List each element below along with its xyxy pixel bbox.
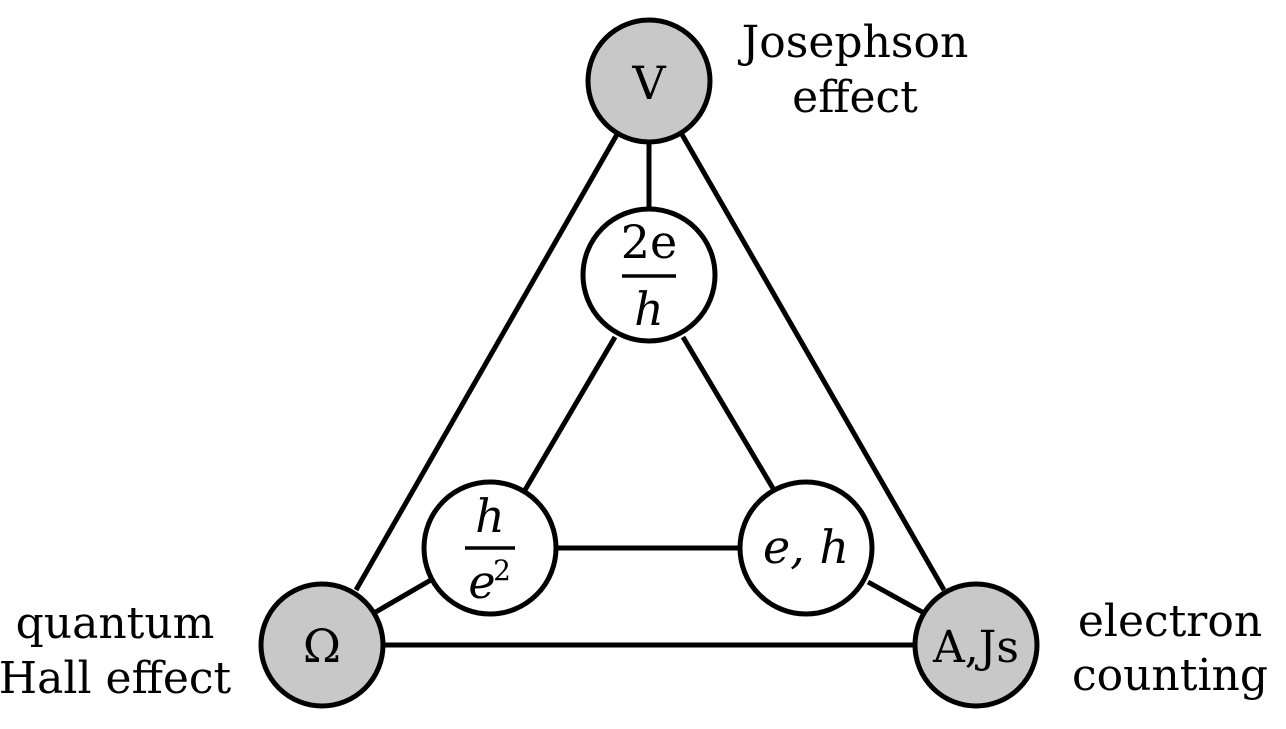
josephson-denominator: h [634, 282, 664, 336]
edge-josephson-to-eh [680, 335, 777, 492]
edge-V-to-ohm [353, 129, 622, 592]
node-volt-circle [585, 17, 713, 145]
node-ohm: Ω [258, 581, 386, 709]
edges [353, 129, 947, 648]
label-josephson-line2: effect [792, 72, 918, 123]
node-ampere-label: A,Js [932, 622, 1019, 673]
node-eh-constants-circle [737, 479, 875, 617]
node-volt: V [585, 17, 713, 145]
label-electron-counting: electron counting [1072, 596, 1268, 701]
josephson-numerator: 2e [621, 215, 678, 269]
klitzing-denominator-exponent: 2 [493, 554, 511, 587]
eh-label: e, h [763, 520, 849, 574]
edge-V-to-ampere [677, 129, 947, 592]
node-klitzing-constant: h e 2 [421, 479, 559, 617]
node-ampere-circle [912, 581, 1040, 709]
label-electron-counting-line2: counting [1072, 650, 1268, 701]
node-volt-label: V [631, 56, 666, 110]
node-ampere: A,Js [912, 581, 1040, 709]
klitzing-denominator-base: e [468, 555, 495, 609]
edge-ampere-to-eh [866, 579, 926, 616]
label-quantum-hall-line2: Hall effect [0, 653, 232, 704]
label-josephson-effect: Josephson effect [738, 17, 969, 123]
edge-josephson-to-klitzing [522, 335, 618, 492]
edge-ohm-to-klitzing-const [372, 574, 438, 616]
node-ohm-label: Ω [303, 619, 341, 673]
node-ohm-circle [258, 581, 386, 709]
node-josephson-constant: 2e h [580, 206, 718, 344]
label-josephson-line1: Josephson [738, 17, 969, 68]
label-quantum-hall-line1: quantum [16, 598, 215, 649]
label-electron-counting-line1: electron [1078, 596, 1262, 647]
node-eh-constants: e, h [737, 479, 875, 617]
label-quantum-hall-effect: quantum Hall effect [0, 598, 232, 704]
klitzing-numerator: h [475, 489, 505, 543]
